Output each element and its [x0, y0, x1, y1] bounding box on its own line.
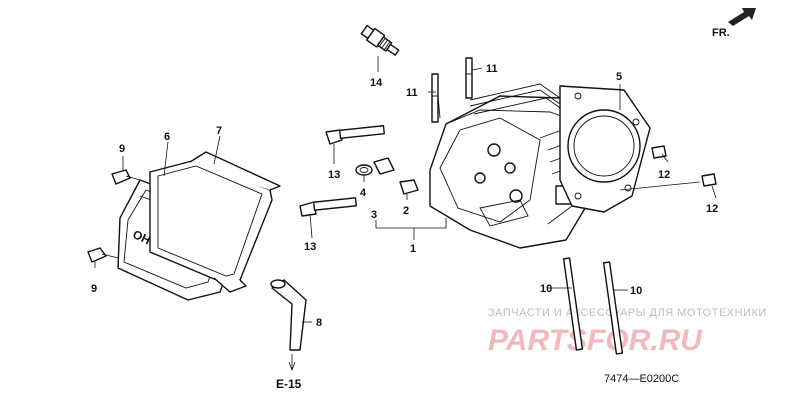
breather-tube [270, 279, 307, 351]
watermark-tagline: ЗАПЧАСТИ И АКСЕССУАРЫ ДЛЯ МОТОТЕХНИКИ [488, 307, 767, 319]
dowel-pin [399, 179, 419, 195]
watermark-logo: PARTSFOR.RU [488, 324, 703, 357]
callout-9-lower: 9 [91, 283, 97, 295]
spark-plug [360, 24, 400, 56]
head-gasket [559, 85, 651, 213]
callout-1: 1 [410, 243, 416, 255]
callout-13-lower: 13 [304, 241, 316, 253]
callout-3: 3 [371, 209, 377, 221]
long-stud-right [602, 261, 624, 355]
head-bolt-upper [325, 125, 385, 145]
long-stud-left [562, 257, 584, 351]
front-direction-label: FR. [712, 27, 730, 39]
front-direction-arrow: FR. [712, 8, 756, 39]
callout-5: 5 [616, 71, 622, 83]
callout-2: 2 [403, 205, 409, 217]
callout-12-upper: 12 [658, 169, 670, 181]
stud-left [431, 73, 439, 123]
callout-12-lower: 12 [706, 203, 718, 215]
head-bolt-lower [299, 197, 358, 217]
callout-13-upper: 13 [328, 169, 340, 181]
callout-4: 4 [360, 187, 367, 199]
callout-10-left: 10 [540, 283, 552, 295]
callout-14: 14 [370, 77, 383, 89]
valve-cover-gasket [149, 151, 281, 293]
callout-11-left: 11 [406, 87, 418, 99]
stud-right [465, 57, 473, 99]
callout-6: 6 [164, 131, 170, 143]
callout-11-right: 11 [486, 63, 498, 75]
dowel-pin-lower [701, 173, 717, 187]
callout-7: 7 [216, 125, 222, 137]
section-reference: E-15 [276, 377, 302, 391]
diagram-code: 7474—E0200C [604, 373, 679, 385]
callout-8: 8 [316, 317, 322, 329]
callout-9-upper: 9 [119, 143, 125, 155]
callout-10-right: 10 [630, 285, 642, 297]
o-ring [355, 157, 395, 176]
cover-bolt-upper [111, 169, 141, 185]
cover-bolt-lower [87, 247, 119, 263]
